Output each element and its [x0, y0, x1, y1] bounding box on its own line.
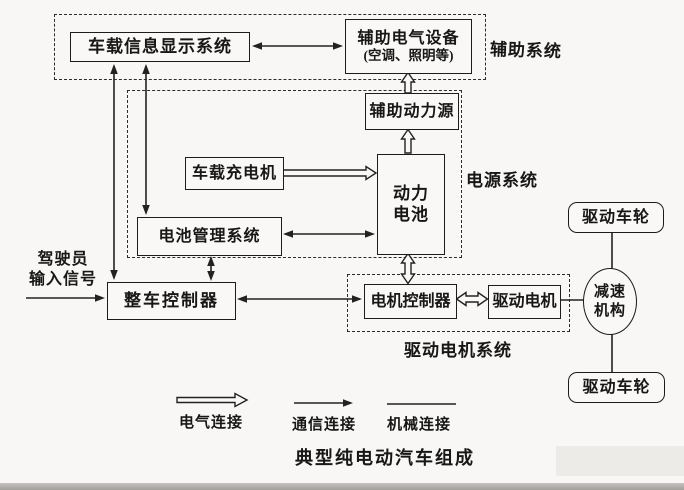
- node-charger-label: 车载充电机: [191, 164, 277, 182]
- node-wheel-bottom: 驱动车轮: [568, 372, 665, 403]
- node-wheel-top: 驱动车轮: [568, 202, 664, 233]
- legend-electrical-arrow: [176, 392, 249, 408]
- legend-mechanical-label: 机械连接: [387, 417, 452, 433]
- comm-arrow-display-vcu: [110, 64, 118, 280]
- power-system-label: 电源系统: [466, 171, 538, 190]
- comm-arrow-display-auxequip: [252, 42, 343, 50]
- elec-arrow-charger-battery: [282, 165, 378, 181]
- node-wheel-bottom-label: 驱动车轮: [582, 378, 651, 396]
- node-charger: 车载充电机: [185, 157, 284, 190]
- node-vcu-label: 整车控制器: [124, 290, 219, 310]
- legend-communication-label: 通信连接: [292, 417, 357, 433]
- node-reducer-label-2: 机构: [593, 302, 626, 319]
- legend-communication-arrow: [294, 399, 353, 407]
- scan-smudge: [556, 446, 684, 476]
- node-aux-power: 辅助动力源: [365, 93, 459, 130]
- node-aux-equip-label-1: 辅助电气设备: [357, 29, 460, 47]
- node-reducer: 减速 机构: [583, 268, 637, 335]
- elec-arrow-motorctrl-motor: [455, 291, 489, 307]
- elec-arrow-battery-motorctrl: [400, 252, 416, 285]
- node-vcu: 整车控制器: [107, 282, 236, 320]
- comm-arrow-display-bms: [142, 64, 150, 215]
- elec-arrow-auxpower-auxequip: [400, 71, 416, 94]
- elec-arrow-battery-auxpower: [400, 128, 416, 154]
- node-aux-equip: 辅助电气设备 (空调、照明等): [345, 19, 472, 74]
- comm-arrow-bms-battery: [283, 230, 375, 238]
- node-aux-power-label: 辅助动力源: [369, 102, 455, 120]
- driver-input-line2: 输入信号: [28, 271, 97, 288]
- node-reducer-label-1: 减速: [593, 284, 626, 301]
- node-display-label: 车载信息显示系统: [88, 36, 232, 56]
- legend-electrical-label: 电气连接: [179, 415, 244, 431]
- aux-system-frame: [54, 14, 486, 80]
- node-drive-motor-label: 驱动电机: [492, 293, 557, 311]
- node-wheel-top-label: 驱动车轮: [581, 208, 650, 226]
- node-bms-label: 电池管理系统: [158, 227, 261, 245]
- drive-motor-system-label: 驱动电机系统: [404, 341, 512, 360]
- diagram-title: 典型纯电动汽车组成: [295, 448, 475, 468]
- node-motor-controller: 电机控制器: [364, 284, 457, 319]
- power-system-frame: [127, 90, 462, 258]
- node-display: 车载信息显示系统: [70, 32, 250, 62]
- aux-system-label: 辅助系统: [489, 40, 563, 61]
- node-aux-equip-label-2: (空调、照明等): [363, 48, 454, 64]
- node-battery-label-2: 电池: [393, 204, 429, 224]
- node-battery: 动力 电池: [377, 154, 445, 255]
- driver-input-line1: 驾驶员: [37, 251, 89, 268]
- scan-edge-shadow: [0, 483, 684, 490]
- node-motor-controller-label: 电机控制器: [370, 292, 451, 310]
- comm-arrow-vcu-motorctrl: [237, 295, 362, 303]
- drive-motor-system-frame: [347, 274, 570, 332]
- node-battery-label-1: 动力: [393, 183, 429, 203]
- comm-arrow-bms-vcu: [207, 256, 215, 281]
- driver-input-arrow: [26, 294, 105, 302]
- node-drive-motor: 驱动电机: [488, 285, 561, 319]
- driver-input-label: 驾驶员 输入信号: [24, 250, 102, 290]
- node-bms: 电池管理系统: [137, 217, 282, 256]
